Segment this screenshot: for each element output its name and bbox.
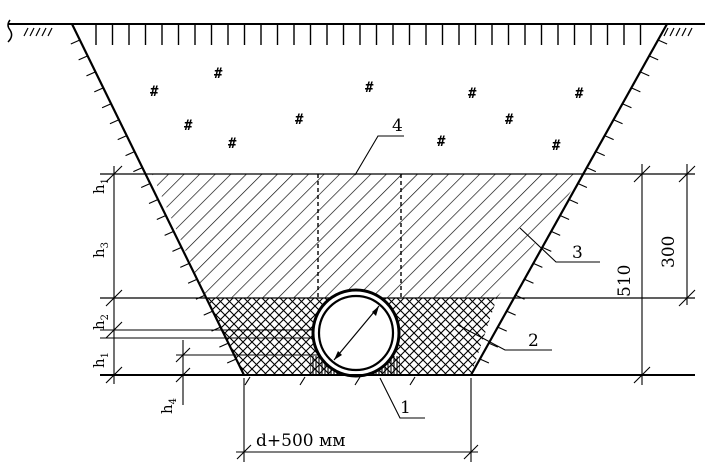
pipe	[311, 288, 401, 378]
svg-text:#: #	[437, 134, 446, 150]
svg-text:h2: h2	[90, 314, 111, 330]
width-dimension	[236, 378, 479, 462]
zone-3-hatched-fill	[152, 174, 583, 298]
label-part-3: 3	[572, 243, 583, 263]
backfill-top-ticks	[95, 25, 642, 45]
svg-text:#: #	[228, 136, 237, 152]
internal-levels	[100, 329, 318, 356]
svg-text:#: #	[365, 80, 374, 96]
label-h2: h	[90, 320, 108, 330]
label-part-4: 4	[392, 116, 403, 136]
svg-text:h1: h1	[90, 352, 111, 368]
label-h1-lower: h	[90, 358, 108, 368]
svg-text:#: #	[505, 112, 514, 128]
label-dim-510: 510	[615, 265, 635, 297]
svg-text:#: #	[468, 86, 477, 102]
left-dimension-chain	[105, 165, 191, 405]
right-dimensions	[633, 164, 696, 385]
svg-text:#: #	[150, 84, 159, 100]
svg-text:#: #	[214, 66, 223, 82]
svg-text:#: #	[184, 118, 193, 134]
leader-lines	[354, 135, 600, 419]
label-width: d+500 мм	[256, 431, 345, 451]
label-dim-300: 300	[659, 236, 679, 268]
label-h3: h	[90, 248, 108, 258]
svg-text:h1: h1	[90, 178, 111, 194]
label-part-1: 1	[400, 398, 411, 418]
soil-marks: # # # # # # # # # # #	[150, 66, 584, 154]
svg-text:h3: h3	[90, 242, 111, 258]
svg-text:h4: h4	[158, 398, 179, 414]
label-h4: h	[158, 404, 176, 414]
svg-text:#: #	[295, 112, 304, 128]
label-part-2: 2	[528, 331, 539, 351]
svg-text:#: #	[575, 86, 584, 102]
svg-text:#: #	[552, 138, 561, 154]
h-labels: h1 h3 h2 h1 h4	[90, 178, 179, 414]
wall-hatching	[70, 39, 668, 386]
label-h1-upper: h	[90, 184, 108, 194]
ground-surface	[7, 19, 705, 43]
